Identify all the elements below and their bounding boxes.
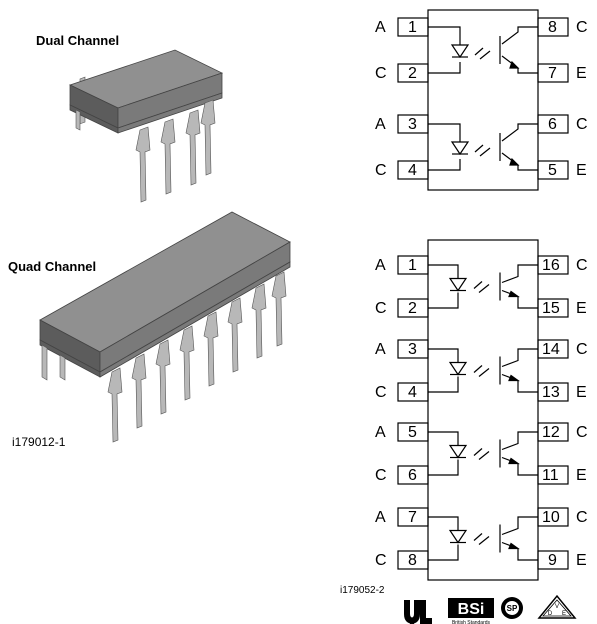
dual-pin-letter-3: A <box>375 116 386 133</box>
quad-pin-number-7: 7 <box>408 509 417 526</box>
quad-pin-letter-9: E <box>576 552 587 569</box>
dual-pin-number-5: 5 <box>548 162 557 179</box>
dual-pin-letter-5: E <box>576 162 587 179</box>
quad-pin-letter-8: C <box>375 552 387 569</box>
quad-pin-letter-16: C <box>576 257 588 274</box>
svg-text:E: E <box>562 611 566 617</box>
quad-pin-letter-6: C <box>375 467 387 484</box>
quad-pin-letter-15: E <box>576 300 587 317</box>
dual-pin-number-6: 6 <box>548 116 557 133</box>
quad-pin-letter-10: C <box>576 509 588 526</box>
ul-logo-icon <box>404 600 432 624</box>
quad-pin-letter-14: C <box>576 341 588 358</box>
quad-pin-number-8: 8 <box>408 552 417 569</box>
bsi-logo-icon: BSi British Standards <box>448 598 494 624</box>
quad-pin-number-5: 5 <box>408 424 417 441</box>
quad-channel-1-circuit <box>428 264 538 309</box>
quad-channel-3-circuit <box>428 431 538 476</box>
quad-pin-number-11: 11 <box>542 467 559 484</box>
dual-pin-number-4: 4 <box>408 162 417 179</box>
dual-pin-number-2: 2 <box>408 65 417 82</box>
quad-pin-number-14: 14 <box>542 341 560 358</box>
quad-pin-letter-5: A <box>375 424 386 441</box>
quad-channel-title: Quad Channel <box>8 259 97 274</box>
quad-pin-letter-13: E <box>576 384 587 401</box>
quad-pin-number-2: 2 <box>408 300 417 317</box>
package-image-ref: i179012-1 <box>12 435 66 449</box>
schematic-image-ref: i179052-2 <box>340 585 385 596</box>
quad-pin-number-3: 3 <box>408 341 417 358</box>
quad-pin-number-4: 4 <box>408 384 417 401</box>
quad-pin-letter-12: C <box>576 424 588 441</box>
svg-text:D: D <box>548 611 553 617</box>
quad-pin-number-9: 9 <box>548 552 557 569</box>
quad-pin-number-13: 13 <box>542 384 560 401</box>
dual-channel-package <box>68 49 224 203</box>
quad-channel-2-circuit <box>428 348 538 393</box>
svg-text:British Standards: British Standards <box>452 620 491 624</box>
vde-logo-icon: V D E <box>537 594 577 619</box>
quad-ic-outline <box>427 239 539 581</box>
dual-channel-title: Dual Channel <box>36 33 120 48</box>
quad-pin-letter-11: E <box>576 467 587 484</box>
dual-pin-letter-7: E <box>576 65 587 82</box>
svg-text:SP: SP <box>507 604 518 613</box>
quad-pin-letter-2: C <box>375 300 387 317</box>
dual-pin-letter-1: A <box>375 19 386 36</box>
dual-ic-outline <box>427 9 539 191</box>
quad-pin-letter-1: A <box>375 257 386 274</box>
quad-pin-number-6: 6 <box>408 467 417 484</box>
dual-channel-1-circuit <box>428 26 538 74</box>
dual-pin-number-7: 7 <box>548 65 557 82</box>
quad-pin-letter-4: C <box>375 384 387 401</box>
dual-pin-letter-8: C <box>576 19 588 36</box>
dual-pin-letter-4: C <box>375 162 387 179</box>
dual-pin-number-1: 1 <box>408 19 417 36</box>
dual-pin-letter-6: C <box>576 116 588 133</box>
quad-pin-number-1: 1 <box>408 257 417 274</box>
quad-channel-4-circuit <box>428 516 538 561</box>
quad-pin-number-12: 12 <box>542 424 560 441</box>
quad-pin-letter-7: A <box>375 509 386 526</box>
svg-text:V: V <box>555 604 559 610</box>
quad-pin-number-10: 10 <box>542 509 560 526</box>
quad-channel-package <box>39 211 291 443</box>
dual-channel-2-circuit <box>428 123 538 171</box>
dual-pin-number-3: 3 <box>408 116 417 133</box>
dual-pin-letter-2: C <box>375 65 387 82</box>
quad-pin-number-15: 15 <box>542 300 560 317</box>
quad-pin-number-16: 16 <box>542 257 560 274</box>
svg-text:BSi: BSi <box>458 601 485 618</box>
dual-pin-number-8: 8 <box>548 19 557 36</box>
csa-logo-icon: SP <box>501 597 523 619</box>
quad-pin-letter-3: A <box>375 341 386 358</box>
